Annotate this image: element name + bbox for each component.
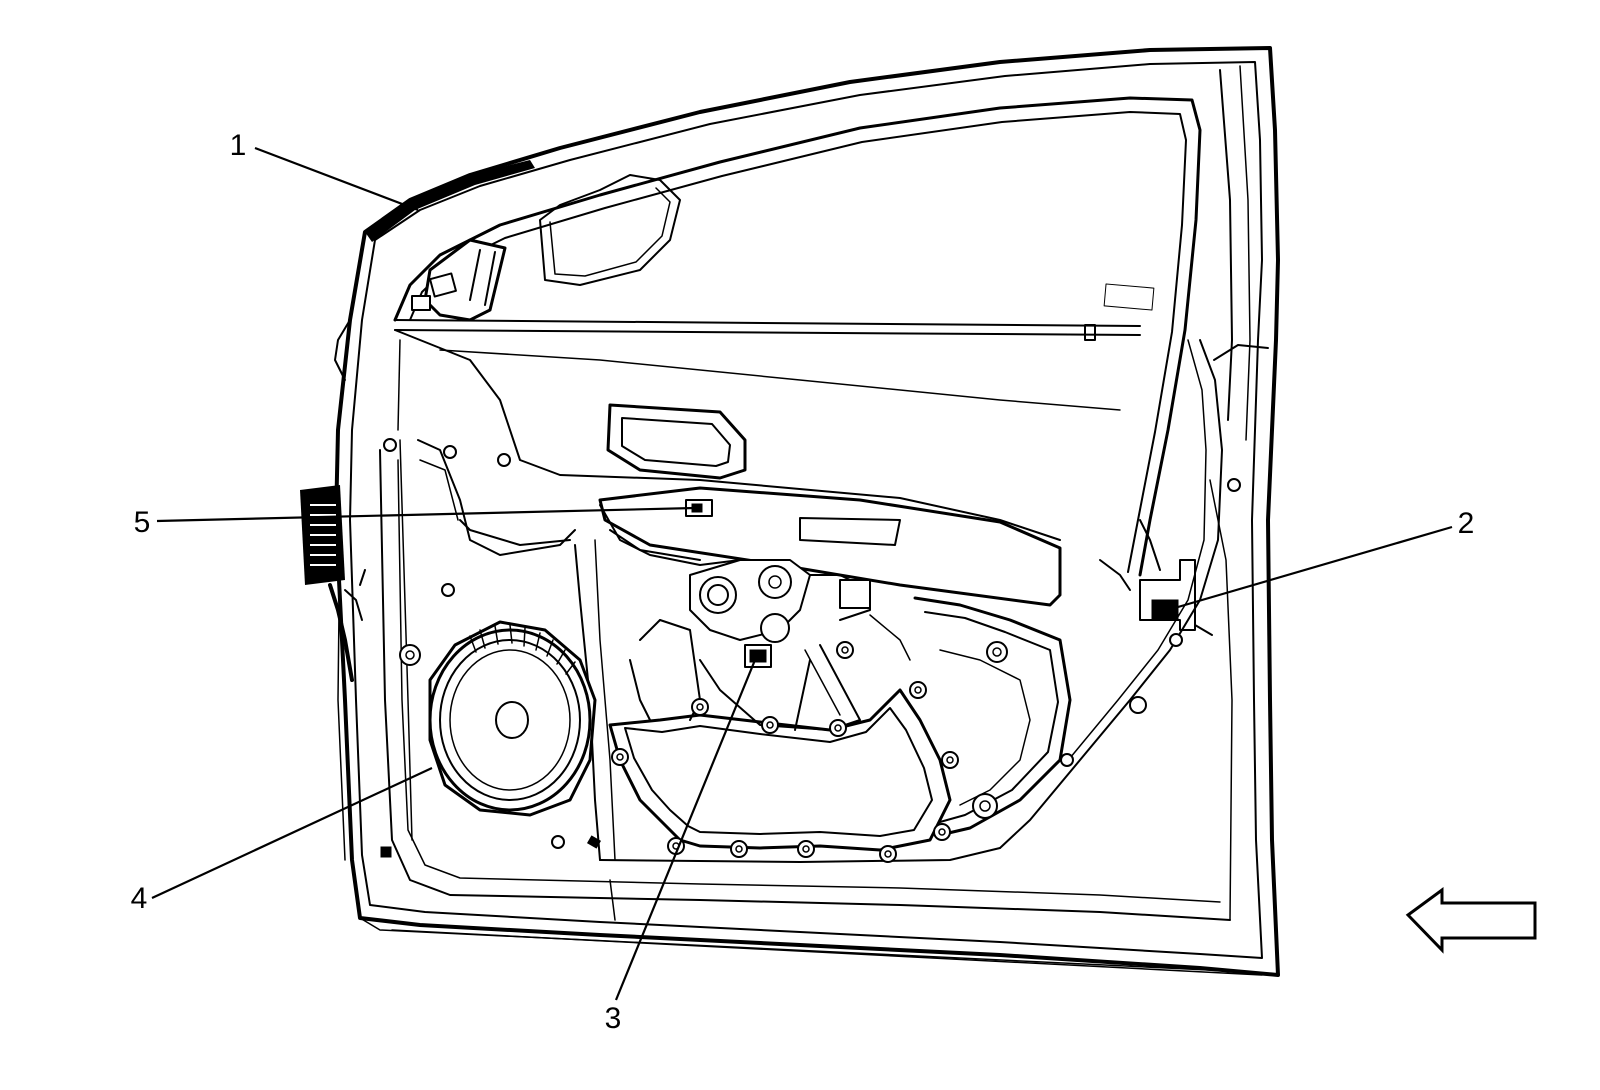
leader-line-3 xyxy=(614,659,757,1001)
speaker xyxy=(428,620,597,817)
callout-1: 1 xyxy=(230,129,247,162)
callout-labels: 1 2 3 4 5 xyxy=(131,129,1475,1035)
front-direction-arrow-icon xyxy=(1405,887,1537,954)
door-latch xyxy=(1099,519,1213,636)
door-frame xyxy=(334,46,1280,977)
fasteners xyxy=(380,438,1241,863)
leader-lines xyxy=(151,146,1453,1001)
leader-line-2 xyxy=(1177,525,1453,609)
leader-line-4 xyxy=(151,767,433,899)
upper-trim-panel xyxy=(394,283,1155,541)
leader-line-1 xyxy=(254,146,419,212)
armrest-panel xyxy=(598,486,1062,607)
window-regulator xyxy=(608,529,1072,852)
callout-5: 5 xyxy=(134,506,151,539)
callout-3: 3 xyxy=(605,1002,622,1035)
callout-4: 4 xyxy=(131,882,148,915)
wiring-harness xyxy=(300,485,366,682)
mirror-bracket xyxy=(411,174,681,322)
callout-2: 2 xyxy=(1458,507,1475,540)
leader-line-5 xyxy=(156,506,696,523)
